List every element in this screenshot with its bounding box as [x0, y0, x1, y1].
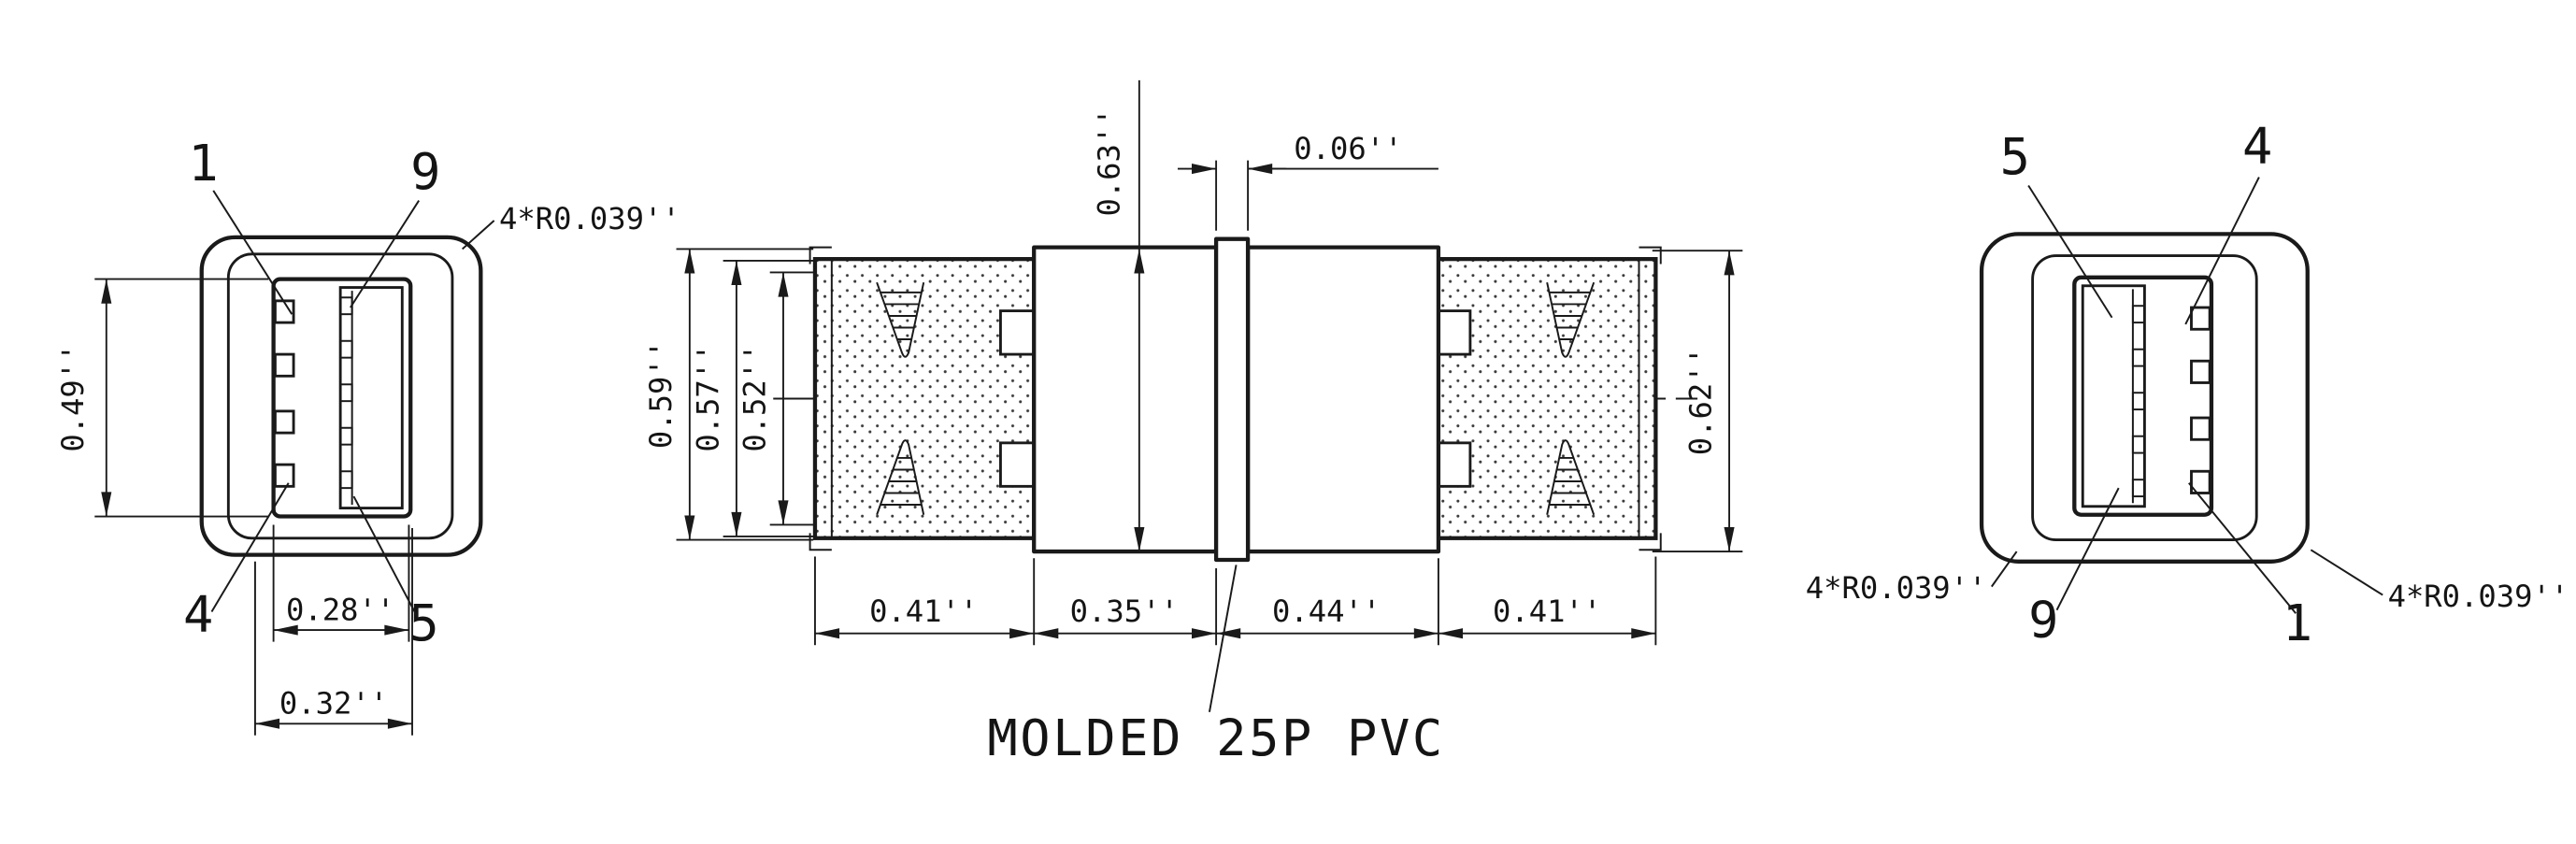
dim-height: 0.49'' [55, 278, 269, 518]
shell-tab-bottom [809, 533, 832, 551]
leader-line [210, 482, 290, 612]
contact-block-top [999, 309, 1036, 356]
contact-block-bottom [999, 441, 1036, 488]
right-shell [1437, 248, 1661, 551]
dim-inner-width: 0.28'' [272, 524, 410, 642]
dim-height-label: 0.49'' [55, 343, 91, 451]
pin-label-bottom-right: 5 [408, 594, 438, 652]
pin-label-top-left: 1 [188, 134, 218, 193]
radius-note: 4*R0.039'' [499, 201, 680, 236]
leader-line [352, 495, 419, 618]
leader-line [1990, 551, 2018, 588]
receptacle-opening [271, 277, 413, 519]
pin-label-bottom-left: 4 [183, 585, 213, 644]
front-view-left: 0.49'' 0.28'' 0.32'' 1 9 4 5 4*R0.039'' [55, 134, 680, 736]
dim-outer-width: 0.32'' [254, 528, 413, 736]
receptacle-face [226, 252, 454, 540]
leader-line [462, 220, 495, 250]
contact-pads [273, 299, 295, 488]
dim-shell-heights: 0.59'' 0.57'' 0.52'' [643, 248, 814, 541]
dim-center-height: 0.63'' [1091, 79, 1145, 552]
dim-center-height-label: 0.63'' [1091, 107, 1126, 216]
dim-right-height-label: 0.62'' [1682, 347, 1718, 455]
pin-label-bottom-left: 9 [2028, 590, 2058, 649]
leader-line [2055, 487, 2120, 611]
leader-line [212, 190, 293, 315]
leader-line [2184, 177, 2260, 325]
pin-label-top-left: 5 [2000, 127, 2030, 186]
dim-ring-width: 0.06'' [1177, 131, 1438, 231]
tongue-contacts [339, 296, 353, 490]
leader-line [2310, 549, 2383, 596]
dim-seg2-label: 0.35'' [1070, 594, 1179, 629]
spring-contact-top [876, 281, 925, 358]
side-view: 0.63'' 0.06'' 0.59'' 0.57'' 0.52'' [643, 79, 1743, 767]
callout: MOLDED 25P PVC [987, 565, 1445, 767]
radius-note-left: 4*R0.039'' [1806, 570, 1987, 606]
dim-seg1-label: 0.41'' [869, 594, 978, 629]
radius-note-right: 4*R0.039'' [2388, 579, 2569, 614]
shell-body [812, 257, 1037, 540]
dim-seg3-label: 0.44'' [1272, 594, 1381, 629]
front-view-right: 5 4 9 1 4*R0.039'' 4*R0.039'' [1806, 117, 2569, 652]
dim-outer-width-label: 0.32'' [279, 686, 388, 722]
dim-shell-inner-label: 0.52'' [737, 343, 772, 451]
dim-shell-mid-label: 0.57'' [690, 343, 725, 451]
dim-seg4-label: 0.41'' [1493, 594, 1601, 629]
pin-label-top-right: 9 [410, 142, 440, 201]
dim-bottom-widths: 0.41'' 0.35'' 0.44'' 0.41'' [814, 556, 1657, 646]
right-molded-body [1245, 245, 1441, 554]
shell-tab-top [809, 246, 832, 265]
dim-shell-outer-label: 0.59'' [643, 340, 679, 449]
shell-face-outline [226, 252, 454, 540]
callout-label: MOLDED 25P PVC [987, 708, 1445, 767]
left-shell [809, 246, 1037, 551]
leader-line [350, 200, 421, 308]
leader-line [2188, 482, 2297, 614]
leader-line [2027, 184, 2113, 319]
dim-inner-width-label: 0.28'' [286, 592, 394, 627]
dim-right-height: 0.62'' [1652, 250, 1743, 553]
pin-label-top-right: 4 [2242, 117, 2272, 176]
center-ring [1213, 236, 1251, 563]
dim-ring-width-label: 0.06'' [1294, 131, 1402, 166]
leader-line [1208, 565, 1238, 712]
left-molded-body [1032, 245, 1219, 554]
spring-contact-bottom [876, 439, 925, 516]
